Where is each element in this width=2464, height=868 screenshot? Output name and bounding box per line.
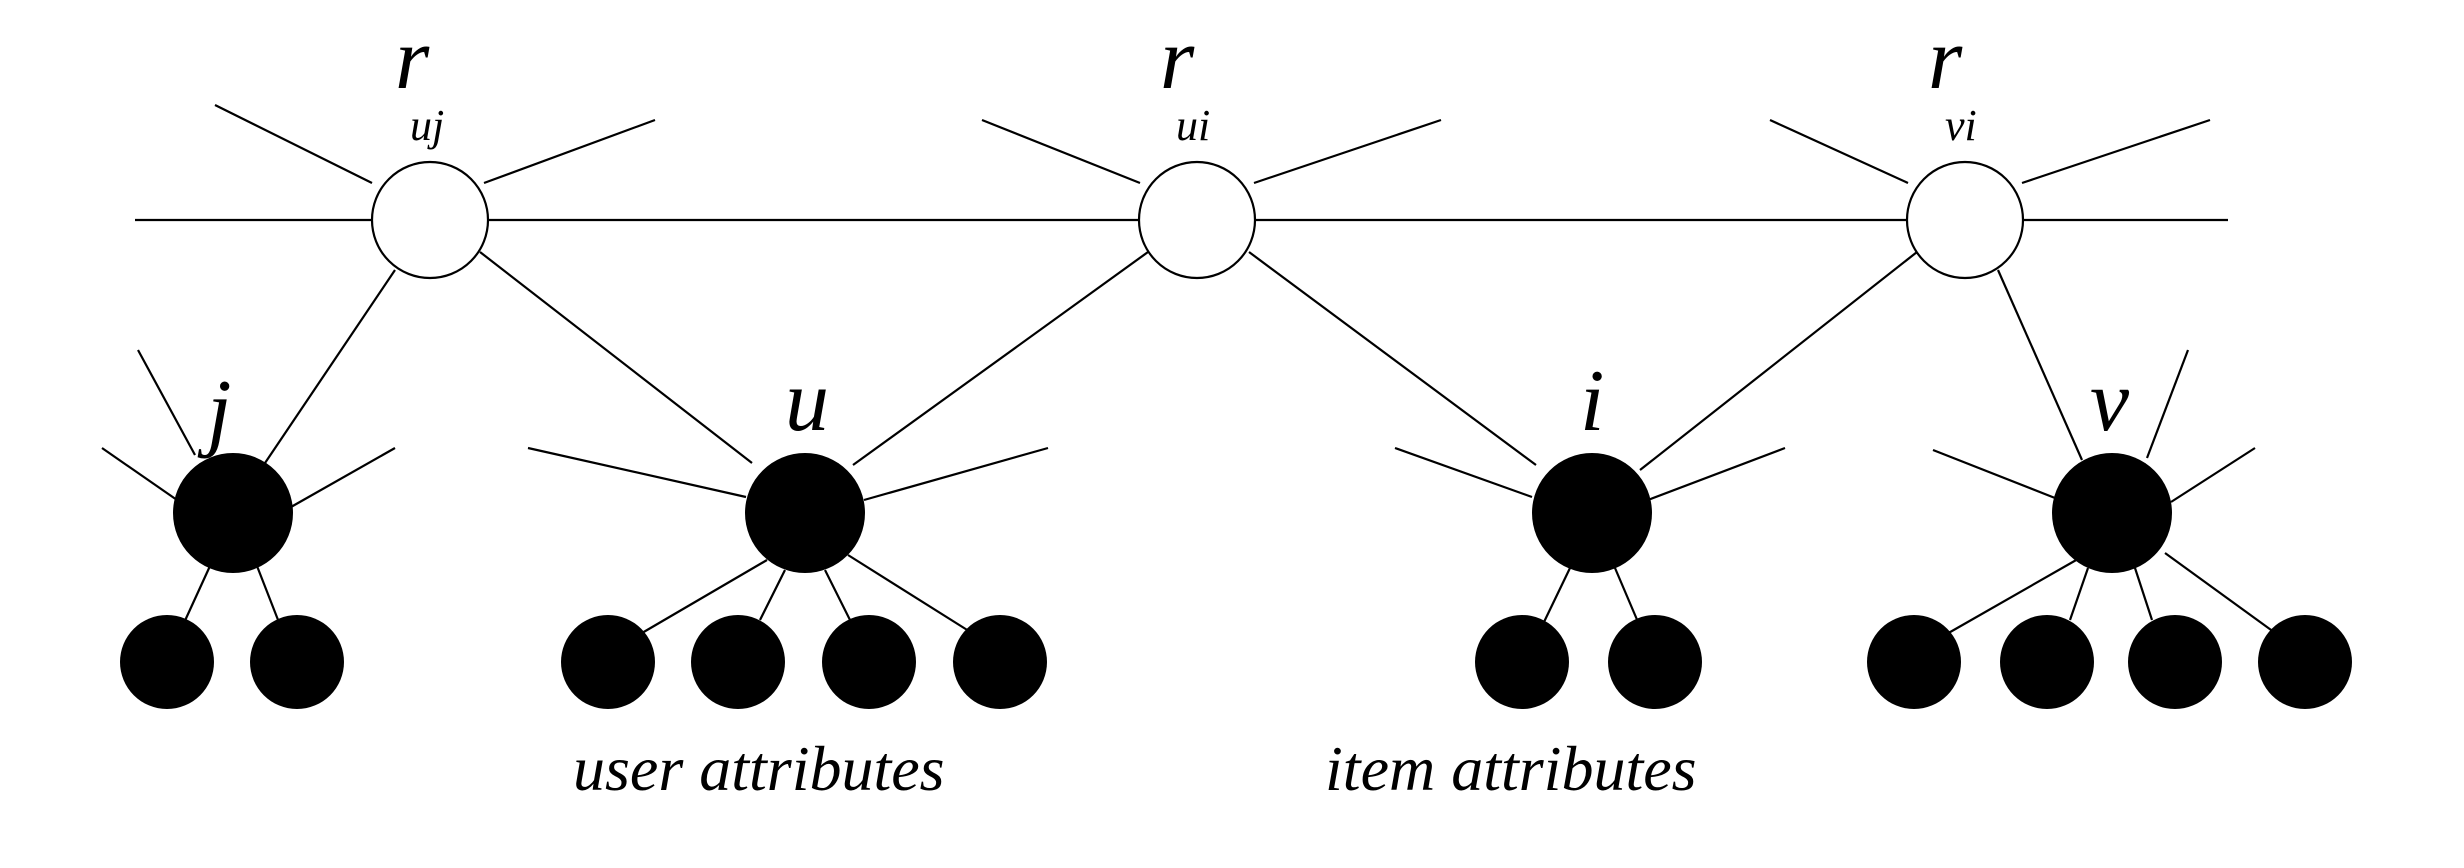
entity-label-j: j (197, 363, 231, 460)
caption-user-attributes: user attributes (573, 733, 945, 804)
attribute-node-u-1 (561, 615, 655, 709)
rating-labels: r uj r ui r vi (395, 11, 1977, 150)
entity-nodes (173, 453, 2172, 573)
edge-u-attr1 (641, 559, 768, 634)
attribute-node-v-2 (2000, 615, 2094, 709)
edge-u-attr3 (824, 569, 851, 621)
attribute-node-v-3 (2128, 615, 2222, 709)
attribute-node-i-2 (1608, 615, 1702, 709)
stub-r-ui-upper-right (1253, 118, 1442, 185)
rating-label-r-uj-sub: uj (410, 101, 444, 150)
edge-j-attr2 (255, 565, 282, 626)
entity-label-u: u (785, 353, 829, 450)
entity-node-j (173, 453, 293, 573)
attribute-node-u-2 (691, 615, 785, 709)
rating-label-r-ui-base: r (1160, 11, 1195, 108)
stub-i-right (1647, 446, 1786, 502)
stub-j-left (101, 447, 178, 501)
edges (101, 104, 2279, 636)
edge-i-attr2 (1613, 567, 1640, 623)
stub-v-right (2170, 447, 2256, 503)
entity-node-i (1532, 453, 1652, 573)
stub-j-top-left (137, 349, 196, 456)
edge-r-ui-to-i (1248, 251, 1537, 466)
edge-v-attr3 (2133, 567, 2154, 621)
rating-label-r-vi-base: r (1928, 11, 1963, 108)
rating-label-r-vi-sub: vi (1945, 101, 1977, 150)
edge-r-vi-to-i (1639, 251, 1918, 471)
rating-label-r-uj-base: r (395, 11, 430, 108)
stub-r-ui-upper-left (981, 118, 1141, 185)
attribute-node-v-4 (2258, 615, 2352, 709)
attribute-node-v-1 (1867, 615, 1961, 709)
rating-node-r-vi (1905, 160, 2025, 280)
rating-nodes (370, 160, 2025, 280)
stub-u-left (527, 446, 747, 499)
entity-node-v (2052, 453, 2172, 573)
entity-labels: j u i v (197, 353, 2130, 460)
rating-node-r-ui (1137, 160, 1257, 280)
edge-r-uj-to-u (479, 251, 753, 464)
stub-j-right (290, 447, 396, 508)
stub-v-top-right (2145, 349, 2190, 459)
attribute-node-j-1 (120, 615, 214, 709)
edge-v-attr2 (2068, 567, 2090, 621)
attribute-node-j-2 (250, 615, 344, 709)
edge-u-attr4 (847, 554, 973, 634)
stub-u-right (863, 446, 1049, 502)
attribute-node-i-1 (1475, 615, 1569, 709)
rating-label-r-ui-sub: ui (1176, 101, 1210, 150)
attribute-nodes (120, 615, 2352, 709)
stub-r-vi-upper-right (2021, 118, 2211, 185)
edge-j-attr1 (181, 565, 212, 626)
edge-r-vi-to-v (1996, 269, 2084, 461)
edge-r-ui-to-u (852, 251, 1149, 466)
entity-label-i: i (1580, 353, 1604, 450)
edge-i-attr1 (1543, 567, 1571, 623)
stub-i-left (1394, 446, 1533, 499)
attribute-node-u-3 (822, 615, 916, 709)
edge-r-uj-to-j (264, 269, 396, 464)
edge-u-attr2 (759, 569, 786, 621)
edge-v-attr4 (2164, 552, 2279, 636)
stub-r-uj-upper-right (483, 118, 656, 185)
rating-node-r-uj (370, 160, 490, 280)
stub-r-uj-upper-left (214, 104, 373, 184)
caption-item-attributes: item attributes (1325, 733, 1697, 804)
attribute-node-u-4 (953, 615, 1047, 709)
edge-v-attr1 (1944, 554, 2086, 636)
entity-label-v: v (2090, 353, 2130, 450)
entity-node-u (745, 453, 865, 573)
stub-v-left (1932, 448, 2056, 500)
stub-r-vi-upper-left (1769, 118, 1909, 185)
